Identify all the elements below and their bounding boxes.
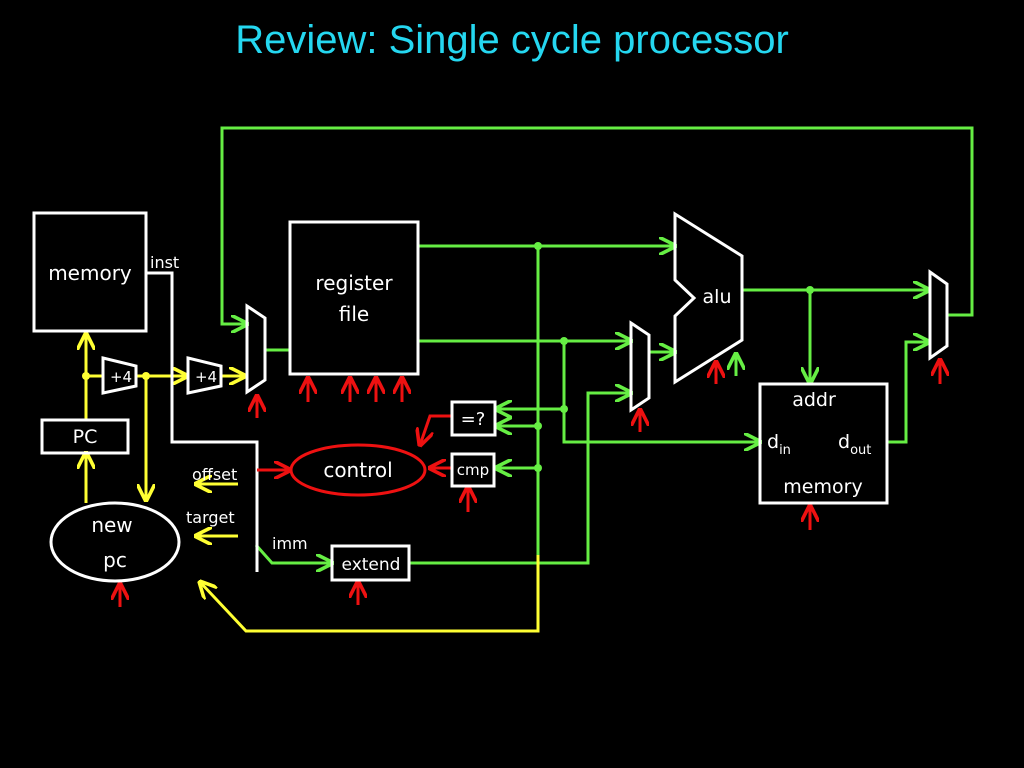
incrementer-2: +4 — [186, 356, 223, 395]
dout-to-mux-wire — [888, 342, 929, 444]
extend-label: extend — [342, 555, 401, 575]
branch-target-wire — [200, 555, 540, 633]
new-pc-label-1: new — [91, 513, 132, 537]
data-memory-label: memory — [783, 476, 862, 498]
inst-label: inst — [150, 253, 179, 272]
alu: alu — [673, 211, 744, 385]
writeback-mux — [928, 269, 949, 361]
green-data-paths — [220, 126, 974, 565]
imm-label: imm — [272, 534, 308, 553]
writeback-wire — [220, 126, 974, 324]
addr-label: addr — [792, 389, 836, 411]
data-memory: addr din dout memory — [758, 382, 889, 505]
offset-label: offset — [192, 465, 237, 484]
incrementer-1-label: +4 — [110, 368, 132, 386]
alu-input-mux — [629, 320, 651, 413]
out2-tap-wire — [562, 341, 760, 442]
dout-label: dout — [838, 431, 871, 458]
target-label: target — [186, 508, 235, 527]
register-file: register file — [288, 220, 420, 376]
pc-label: PC — [73, 426, 98, 448]
cmp-label: cmp — [457, 461, 489, 479]
slide-title: Review: Single cycle processor — [235, 18, 789, 62]
incrementer-2-label: +4 — [195, 368, 217, 386]
alu-label: alu — [703, 286, 732, 308]
sign-extend: extend — [330, 544, 411, 582]
instruction-memory: memory — [32, 211, 148, 333]
imm-wire — [254, 544, 332, 563]
new-pc-label-2: pc — [103, 548, 127, 572]
cmp-unit: cmp — [450, 452, 496, 488]
equality-comparator: =? — [450, 400, 497, 437]
register-file-label-1: register — [315, 271, 393, 295]
din-label: din — [767, 431, 791, 458]
green-junctions — [534, 242, 814, 472]
register-file-label-2: file — [339, 302, 369, 326]
control-label: control — [323, 458, 392, 482]
instruction-memory-label: memory — [48, 261, 132, 285]
new-pc-logic: new pc — [49, 501, 181, 583]
incrementer-1: +4 — [101, 356, 138, 395]
control-unit: control — [289, 443, 427, 497]
red-control-paths — [120, 360, 940, 607]
extend-out-wire — [410, 393, 631, 565]
pc-register: PC — [40, 418, 130, 455]
equality-label: =? — [461, 409, 486, 430]
yellow-pc-paths — [86, 334, 540, 633]
inst-bus — [146, 271, 259, 572]
register-write-mux — [245, 303, 267, 395]
